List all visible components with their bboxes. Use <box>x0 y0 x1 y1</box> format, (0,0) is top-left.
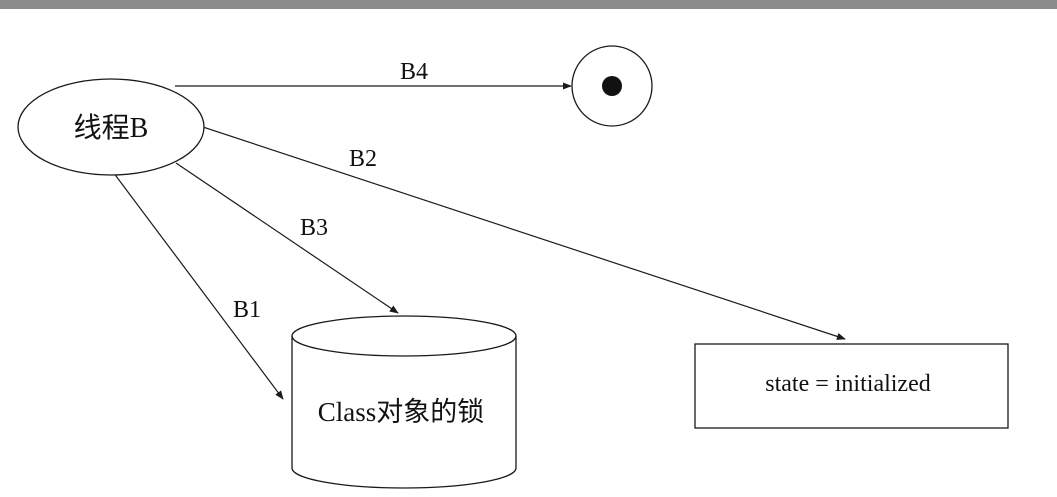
edge-b1-label: B1 <box>233 297 261 323</box>
edge-b4-label: B4 <box>400 59 428 85</box>
class-lock-cylinder-body <box>291 336 517 489</box>
edge-b3: B3 <box>175 162 399 314</box>
edge-b3-line <box>175 162 399 314</box>
final-state-icon <box>571 45 653 127</box>
edge-b1: B1 <box>112 171 284 400</box>
edge-b3-label: B3 <box>300 215 328 241</box>
edge-b4: B4 <box>175 59 572 90</box>
edge-b1-line <box>112 171 284 400</box>
class-lock-label: Class对象的锁 <box>318 397 485 427</box>
final-state-dot <box>602 76 622 96</box>
thread-b-node: 线程B <box>17 78 205 176</box>
thread-b-label: 线程B <box>74 112 149 144</box>
state-initialized-label: state = initialized <box>765 371 930 397</box>
class-lock-cylinder-top <box>291 315 517 357</box>
edge-b2-line <box>202 126 846 340</box>
top-rule <box>0 0 1057 9</box>
state-initialized-box <box>694 343 1009 429</box>
edge-b2-label: B2 <box>349 146 377 172</box>
edge-b2: B2 <box>202 126 846 340</box>
class-lock-node: Class对象的锁 <box>291 315 517 489</box>
thread-b-ellipse <box>17 78 205 176</box>
state-initialized-node: state = initialized <box>694 343 1009 429</box>
